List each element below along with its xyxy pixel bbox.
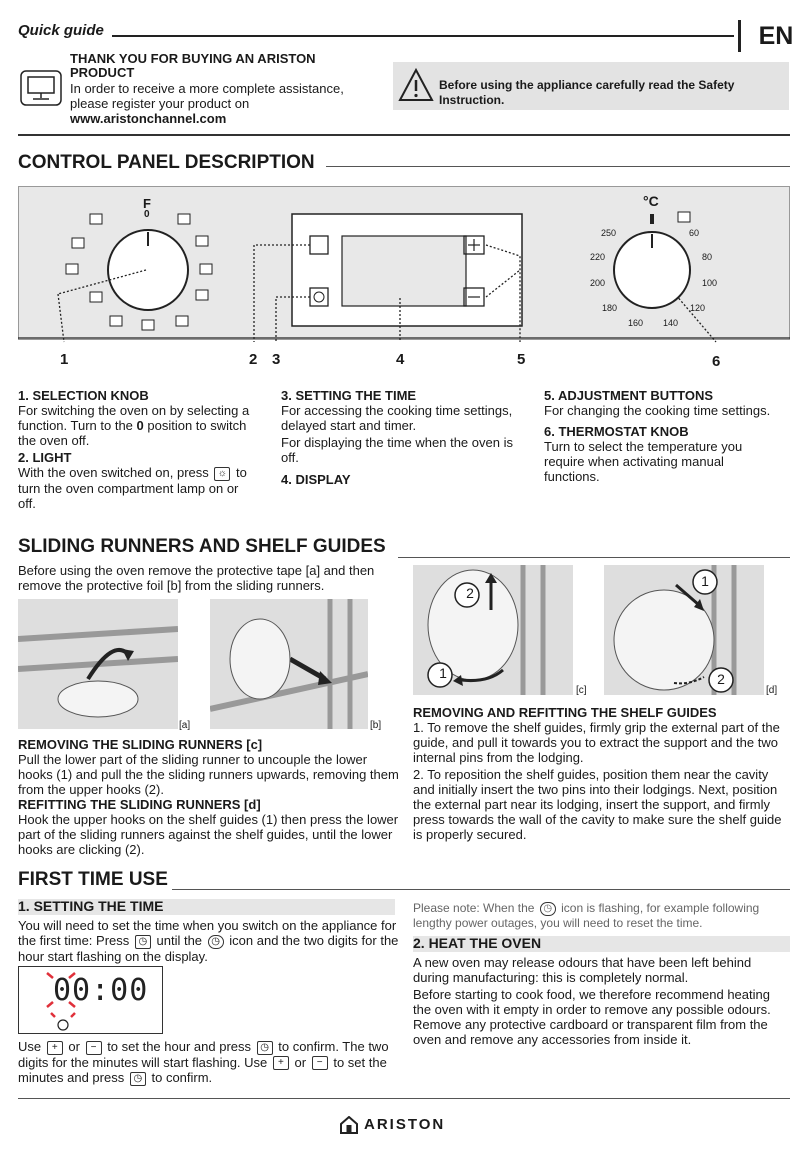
thermo-tick-120: 120 (690, 303, 706, 313)
clock-icon: ◷ (134, 934, 151, 949)
flashing-note: Please note: When the ◷ icon is flashing… (413, 901, 760, 930)
heat-oven-bar (413, 936, 790, 952)
section-divider (18, 134, 790, 136)
callout-d-2: 2 (717, 671, 725, 687)
light-bulb-icon: ☼ (214, 466, 231, 481)
refitting-runners-text: Hook the upper hooks on the shelf guides… (18, 812, 399, 857)
heat-oven-title: 2. HEAT THE OVEN (413, 935, 542, 951)
thermo-tick-220: 220 (590, 252, 606, 262)
warning-icon (398, 68, 434, 101)
callout-number-6: 6 (712, 353, 721, 370)
clock-icon: ◷ (129, 1071, 146, 1086)
callout-number-2: 2 (249, 351, 258, 368)
thermo-tick-250: 250 (601, 228, 617, 238)
brand-name: ARISTON (364, 1116, 446, 1133)
clock-icon: ◷ (539, 901, 556, 916)
safety-warning-text: Before using the appliance carefully rea… (439, 78, 735, 107)
page-title: Quick guide (18, 22, 104, 39)
display-title: 4. DISPLAY (281, 472, 351, 487)
register-url[interactable]: www.aristonchannel.com (70, 111, 227, 126)
language-badge: EN (738, 20, 808, 52)
illustration-b (210, 599, 368, 729)
adjust-buttons-title: 5. ADJUSTMENT BUTTONS (544, 388, 714, 403)
refitting-runners-title: REFITTING THE SLIDING RUNNERS [d] (18, 797, 261, 812)
light-text: With the oven switched on, press ☼ to tu… (18, 465, 247, 511)
footer-rule (18, 1098, 790, 1099)
callout-c-1: 1 (439, 665, 447, 681)
heat-oven-text2: Before starting to cook food, we therefo… (413, 987, 771, 1047)
thermo-tick-60: 60 (689, 228, 700, 238)
thermo-tick-160: 160 (628, 318, 644, 328)
removing-runners-title: REMOVING THE SLIDING RUNNERS [c] (18, 737, 263, 752)
setting-time-bar (18, 899, 395, 915)
title-rule (326, 166, 790, 167)
selector-f-label: F (143, 196, 151, 211)
minus-button (463, 287, 485, 307)
selector-zero-label: 0 (144, 209, 150, 220)
thermostat-unit: °C (643, 193, 659, 209)
sliding-runners-title: SLIDING RUNNERS AND SHELF GUIDES (18, 536, 386, 557)
shelf-guides-title: REMOVING AND REFITTING THE SHELF GUIDES (413, 705, 717, 720)
title-rule (398, 557, 790, 558)
shelf-guides-text1: 1. To remove the shelf guides, firmly gr… (413, 720, 780, 765)
safety-warning-box (393, 62, 789, 110)
thermostat-knob (613, 231, 691, 309)
selection-knob (107, 229, 189, 311)
thermostat-title: 6. THERMOSTAT KNOB (544, 424, 689, 439)
plus-button (463, 235, 485, 255)
title-rule (172, 889, 790, 890)
thermo-tick-200: 200 (590, 278, 606, 288)
use-buttons-text: Use + or − to set the hour and press ◷ t… (18, 1039, 389, 1086)
selection-knob-text: For switching the oven on by selecting a… (18, 403, 250, 448)
setting-time-title: 3. SETTING THE TIME (281, 388, 417, 403)
thermo-tick-180: 180 (602, 303, 618, 313)
minus-icon: − (311, 1056, 328, 1071)
caption-a: [a] (179, 720, 191, 731)
computer-icon (20, 70, 62, 106)
plus-icon: + (272, 1056, 289, 1071)
callout-d-1: 1 (701, 573, 709, 589)
minus-icon: − (85, 1040, 102, 1055)
register-text: In order to receive a more complete assi… (70, 81, 344, 111)
caption-d: [d] (766, 685, 778, 696)
first-time-use-title: FIRST TIME USE (18, 869, 168, 890)
register-title: THANK YOU FOR BUYING AN ARISTON PRODUCT (70, 51, 316, 80)
shelf-guides-text2: 2. To reposition the shelf guides, posit… (413, 767, 782, 842)
thermo-tick-80: 80 (702, 252, 713, 262)
adjust-buttons-text: For changing the cooking time settings. (544, 403, 771, 418)
callout-c-2: 2 (466, 585, 474, 601)
display-screen (341, 235, 467, 307)
plus-icon: + (46, 1040, 63, 1055)
caption-c: [c] (576, 685, 587, 696)
display-illustration: 00:00 (18, 966, 163, 1034)
thermo-tick-100: 100 (702, 278, 718, 288)
first-setting-time-text: You will need to set the time when you s… (18, 918, 399, 964)
caption-b: [b] (370, 720, 382, 731)
thermostat-text: Turn to select the temperature you requi… (544, 439, 743, 484)
illustration-c (413, 565, 573, 695)
header-rule (112, 35, 734, 37)
clock-icon: ◷ (207, 934, 224, 949)
callout-number-5: 5 (517, 351, 526, 368)
thermo-tick-140: 140 (663, 318, 679, 328)
display-time-readout: 00:00 (53, 973, 149, 1008)
control-panel-title: CONTROL PANEL DESCRIPTION (18, 152, 315, 173)
setting-time-text2: For displaying the time when the oven is… (281, 435, 513, 465)
callout-number-1: 1 (60, 351, 69, 368)
control-panel-drawing (18, 211, 790, 343)
illustration-a (18, 599, 178, 729)
heat-oven-text1: A new oven may release odours that have … (413, 955, 752, 985)
removing-runners-text: Pull the lower part of the sliding runne… (18, 752, 399, 797)
sliding-intro: Before using the oven remove the protect… (18, 563, 375, 593)
light-title: 2. LIGHT (18, 450, 72, 465)
callout-number-4: 4 (396, 351, 405, 368)
setting-time-text1: For accessing the cooking time settings,… (281, 403, 513, 433)
selection-knob-title: 1. SELECTION KNOB (18, 388, 149, 403)
ariston-logo-icon (340, 1116, 358, 1134)
callout-number-3: 3 (272, 351, 281, 368)
first-setting-time-title: 1. SETTING THE TIME (18, 898, 164, 914)
clock-icon: ◷ (256, 1040, 273, 1055)
illustration-d (604, 565, 764, 695)
